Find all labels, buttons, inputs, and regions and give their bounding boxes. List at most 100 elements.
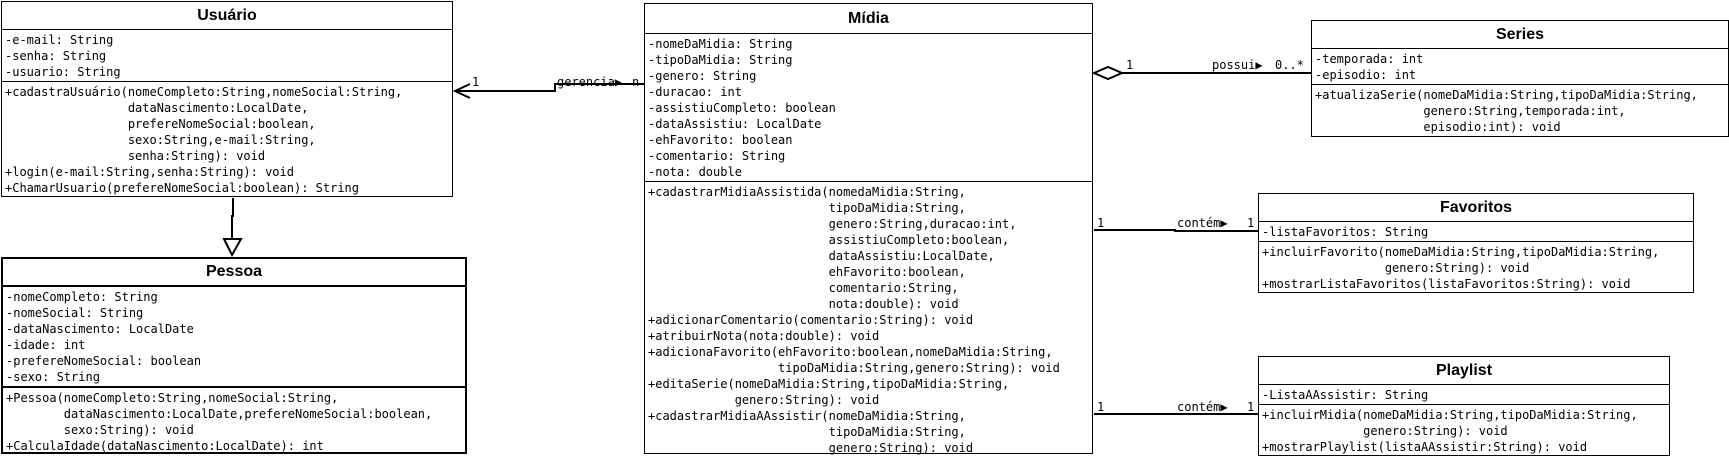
gerencia-label: gerencia▶ — [557, 75, 623, 89]
possui-mult-series: 0..* — [1275, 58, 1304, 72]
member-line: genero:String): void — [1262, 424, 1508, 438]
member-line: -listaFavoritos: String — [1262, 225, 1429, 239]
member-line: -ListaAAssistir: String — [1262, 388, 1429, 402]
member-line: -duracao: int — [648, 85, 742, 99]
contem-playlist-mult-midia: 1 — [1097, 400, 1104, 414]
class-favoritos-attributes: -listaFavoritos: String — [1259, 221, 1693, 241]
member-line: genero:String): void — [1262, 261, 1530, 275]
class-pessoa-attributes: -nomeCompleto: String -nomeSocial: String… — [3, 285, 465, 386]
possui-label: possui▶ — [1212, 58, 1263, 72]
member-line: +mostrarPlaylist(listaAAssistir:String):… — [1262, 440, 1588, 454]
member-line: +cadastrarMidiaAssistida(nomedaMidia:Str… — [648, 185, 966, 199]
contem-favoritos-label: contém▶ — [1177, 216, 1228, 230]
member-line: +adicionaFavorito(ehFavorito:boolean,nom… — [648, 345, 1053, 359]
class-usuario-methods: +cadastraUsuário(nomeCompleto:String,nom… — [2, 81, 452, 198]
member-line: +Pessoa(nomeCompleto:String,nomeSocial:S… — [6, 391, 339, 405]
member-line: +CalculaIdade(dataNascimento:LocalDate):… — [6, 439, 324, 453]
member-line: -ehFavorito: boolean — [648, 133, 793, 147]
member-line: -sexo: String — [6, 370, 100, 384]
class-favoritos-name: Favoritos — [1439, 199, 1512, 216]
possui-diamond — [1091, 65, 1125, 81]
member-line: genero:String): void — [648, 393, 880, 407]
contem-playlist-label: contém▶ — [1177, 400, 1228, 414]
inheritance-line — [231, 198, 234, 239]
member-line: genero:String,temporada:int, — [1315, 104, 1626, 118]
member-line: +incluirFavorito(nomeDaMidia:String,tipo… — [1262, 245, 1660, 259]
class-midia: Mídia -nomeDaMidia: String -tipoDaMidia: … — [644, 3, 1093, 455]
contem-favoritos-line — [1094, 229, 1258, 232]
member-line: genero:String,duracao:int, — [648, 217, 1017, 231]
member-line: dataAssistiu:LocalDate, — [648, 249, 995, 263]
class-playlist-attributes: -ListaAAssistir: String — [1259, 384, 1669, 404]
member-line: dataNascimento:LocalDate, — [5, 101, 309, 115]
member-line: -dataNascimento: LocalDate — [6, 322, 194, 336]
member-line: assistiuCompleto:boolean, — [648, 233, 1010, 247]
class-pessoa-name: Pessoa — [205, 263, 263, 280]
member-line: nota:double): void — [648, 297, 959, 311]
member-line: -tipoDaMidia: String — [648, 53, 793, 67]
member-line: tipoDaMidia:String,genero:String): void — [648, 361, 1060, 375]
class-midia-methods: +cadastrarMidiaAssistida(nomedaMidia:Str… — [645, 181, 1092, 458]
gerencia-mult-midia: n — [632, 75, 639, 89]
class-playlist: Playlist -ListaAAssistir: String +inclui… — [1258, 356, 1670, 456]
member-line: -temporada: int — [1315, 52, 1424, 66]
member-line: sexo:String,e-mail:String, — [5, 133, 316, 147]
possui-mult-midia: 1 — [1126, 58, 1133, 72]
class-series-methods: +atualizaSerie(nomeDaMidia:String,tipoDa… — [1312, 84, 1728, 137]
member-line: -idade: int — [6, 338, 86, 352]
member-line: -dataAssistiu: LocalDate — [648, 117, 822, 131]
member-line: prefereNomeSocial:boolean, — [5, 117, 316, 131]
class-pessoa: Pessoa -nomeCompleto: String -nomeSocial:… — [1, 257, 467, 454]
member-line: +login(e-mail:String,senha:String): void — [5, 165, 294, 179]
gerencia-arrowhead — [452, 83, 471, 99]
class-midia-attributes: -nomeDaMidia: String -tipoDaMidia: String… — [645, 33, 1092, 181]
member-line: +incluirMidia(nomeDaMidia:String,tipoDaM… — [1262, 408, 1638, 422]
member-line: senha:String): void — [5, 149, 266, 163]
gerencia-mult-usuario: 1 — [472, 75, 479, 89]
member-line: +cadastraUsuário(nomeCompleto:String,nom… — [5, 85, 403, 99]
member-line: -assistiuCompleto: boolean — [648, 101, 836, 115]
member-line: +atualizaSerie(nomeDaMidia:String,tipoDa… — [1315, 88, 1698, 102]
member-line: -comentario: String — [648, 149, 786, 163]
member-line: ehFavorito:boolean, — [648, 265, 966, 279]
member-line: -nomeCompleto: String — [6, 290, 158, 304]
member-line: tipoDaMidia:String, — [648, 425, 966, 439]
member-line: -e-mail: String — [5, 33, 114, 47]
class-series-name: Series — [1495, 26, 1545, 43]
member-line: -prefereNomeSocial: boolean — [6, 354, 202, 368]
member-line: -usuario: String — [5, 65, 121, 79]
member-line: -genero: String — [648, 69, 757, 83]
member-line: comentario:String, — [648, 281, 959, 295]
class-usuario: Usuário -e-mail: String -senha: String -us… — [1, 1, 453, 197]
member-line: -episodio: int — [1315, 68, 1417, 82]
member-line: -nomeDaMidia: String — [648, 37, 793, 51]
contem-favoritos-mult-favoritos: 1 — [1247, 216, 1254, 230]
member-line: tipoDaMidia:String, — [648, 201, 966, 215]
member-line: +cadastrarMidiaAAssistir(nomeDaMidia:Str… — [648, 409, 966, 423]
member-line: -senha: String — [5, 49, 107, 63]
member-line: -nomeSocial: String — [6, 306, 144, 320]
member-line: +atribuirNota(nota:double): void — [648, 329, 880, 343]
member-line: sexo:String): void — [6, 423, 194, 437]
inheritance-triangle — [222, 238, 243, 258]
member-line: +editaSerie(nomeDaMidia:String,tipoDaMid… — [648, 377, 1010, 391]
gerencia-line — [455, 83, 644, 92]
contem-playlist-mult-playlist: 1 — [1247, 400, 1254, 414]
member-line: +mostrarListaFavoritos(listaFavoritos:St… — [1262, 277, 1631, 291]
member-line: -nota: double — [648, 165, 742, 179]
class-favoritos: Favoritos -listaFavoritos: String +inclu… — [1258, 193, 1694, 293]
class-pessoa-methods: +Pessoa(nomeCompleto:String,nomeSocial:S… — [3, 386, 465, 456]
member-line: +ChamarUsuario(prefereNomeSocial:boolean… — [5, 181, 360, 195]
member-line: +adicionarComentario(comentario:String):… — [648, 313, 974, 327]
class-playlist-methods: +incluirMidia(nomeDaMidia:String,tipoDaM… — [1259, 404, 1669, 457]
member-line: episodio:int): void — [1315, 120, 1561, 134]
class-favoritos-methods: +incluirFavorito(nomeDaMidia:String,tipo… — [1259, 241, 1693, 294]
class-playlist-name: Playlist — [1435, 362, 1493, 379]
class-usuario-name: Usuário — [197, 7, 257, 24]
class-series-attributes: -temporada: int -episodio: int — [1312, 48, 1728, 84]
member-line: genero:String): void — [648, 441, 974, 455]
class-usuario-attributes: -e-mail: String -senha: String -usuario: S… — [2, 29, 452, 81]
class-midia-name: Mídia — [848, 10, 889, 27]
member-line: dataNascimento:LocalDate,prefereNomeSoci… — [6, 407, 433, 421]
